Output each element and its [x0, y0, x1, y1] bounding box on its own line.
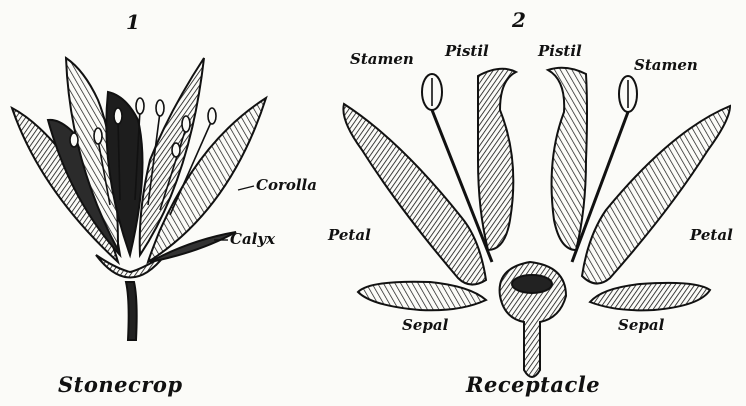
stamen-right-label: Stamen	[634, 58, 698, 73]
pistil-right-label: Pistil	[538, 44, 582, 59]
receptacle-caption: Receptacle	[466, 374, 600, 395]
calyx-label: Calyx	[230, 232, 275, 247]
stonecrop-flower	[12, 58, 266, 340]
pistil-left-label: Pistil	[445, 44, 489, 59]
stamen-left-label: Stamen	[350, 52, 414, 67]
figure-2-number: 2	[512, 10, 526, 30]
petal-right-label: Petal	[690, 228, 733, 243]
petal-left-label: Petal	[328, 228, 371, 243]
corolla-label: Corolla	[256, 178, 317, 193]
sepal-left-label: Sepal	[402, 318, 448, 333]
figure-1-number: 1	[126, 12, 140, 32]
stonecrop-caption: Stonecrop	[58, 374, 183, 395]
sepal-right-label: Sepal	[618, 318, 664, 333]
